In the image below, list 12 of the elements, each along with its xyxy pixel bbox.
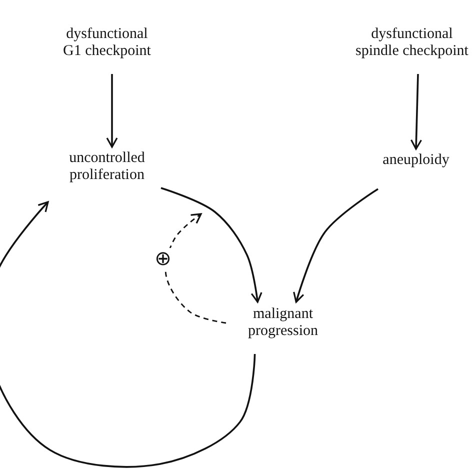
arrow: [160, 187, 262, 303]
arrow: [106, 74, 118, 148]
node-label: dysfunctional spindle checkpoint: [354, 26, 470, 60]
node-label: uncontrolled proliferation: [68, 150, 146, 184]
edge-label: ⊕: [154, 248, 172, 268]
arrow: [293, 188, 378, 303]
dashed-arrow: [164, 213, 226, 324]
arrow: [410, 74, 422, 150]
node-label: aneuploidy: [382, 152, 450, 169]
arrow: [0, 201, 256, 468]
node-label: dysfunctional G1 checkpoint: [62, 26, 152, 60]
node-label: malignant progression: [247, 306, 319, 340]
